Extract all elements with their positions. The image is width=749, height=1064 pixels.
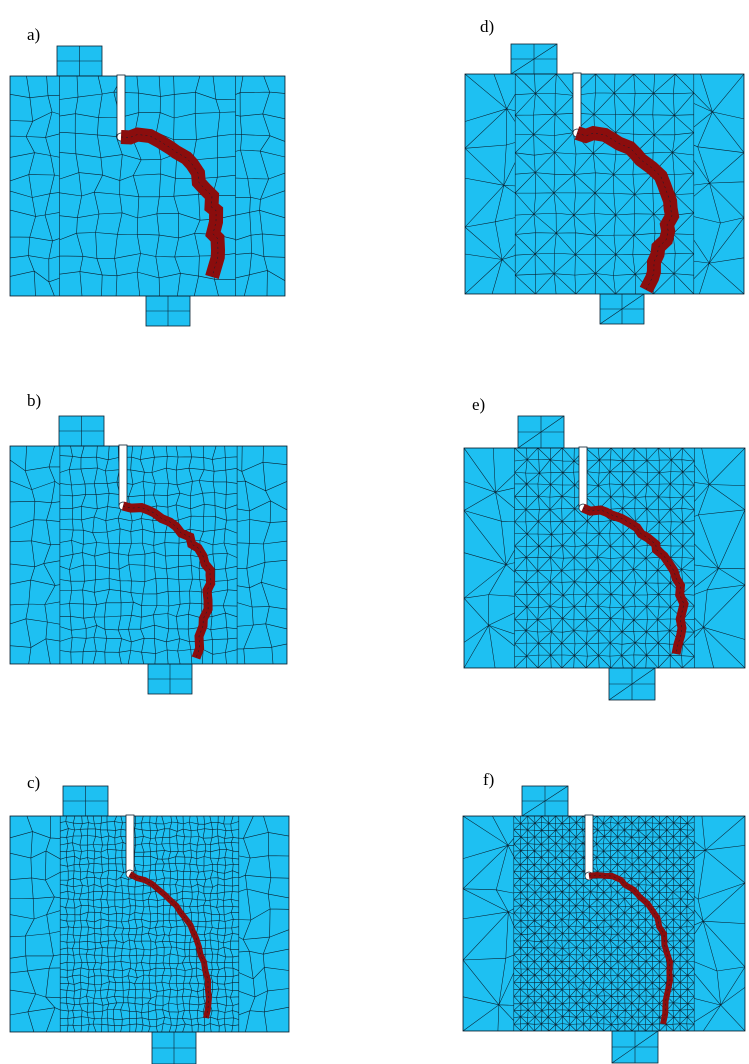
specimen-body xyxy=(9,75,286,297)
panel-b: b) xyxy=(9,391,288,695)
panel-label: d) xyxy=(480,17,494,36)
specimen-body xyxy=(462,815,746,1032)
mesh-lines xyxy=(513,816,695,1031)
specimen-body xyxy=(9,445,288,665)
panel-label: f) xyxy=(483,770,494,789)
bottom-support-block xyxy=(151,1031,197,1064)
bottom-support-block xyxy=(147,663,193,695)
notch xyxy=(578,446,588,508)
notch xyxy=(584,814,594,876)
specimen-body xyxy=(463,447,746,669)
bottom-support-block xyxy=(611,1030,659,1064)
panel-label: c) xyxy=(27,773,40,792)
panel-d: d) xyxy=(464,17,745,325)
top-load-block xyxy=(510,43,558,75)
notch xyxy=(118,444,128,506)
panel-f: f) xyxy=(462,770,746,1064)
bottom-support-block xyxy=(608,667,656,701)
panel-a: a) xyxy=(9,25,286,327)
specimen-body xyxy=(464,73,745,295)
crack-path xyxy=(574,125,680,294)
bottom-support-block xyxy=(145,295,191,327)
finite-element-mesh xyxy=(10,446,287,664)
crack-path xyxy=(128,871,212,1019)
panel-e: e) xyxy=(463,395,746,701)
top-load-block xyxy=(517,415,565,449)
notch xyxy=(116,74,126,137)
specimen-body xyxy=(9,815,290,1033)
notch xyxy=(572,72,582,133)
mesh-lines xyxy=(514,74,695,294)
panel-label: e) xyxy=(472,395,485,414)
mesh-lines xyxy=(59,816,240,1032)
panel-label: b) xyxy=(27,391,41,410)
panel-c: c) xyxy=(9,773,290,1064)
notch xyxy=(125,814,135,874)
top-load-block xyxy=(62,785,109,817)
panel-label: a) xyxy=(27,25,40,44)
top-load-block xyxy=(56,45,103,77)
top-load-block xyxy=(58,415,105,447)
top-load-block xyxy=(521,785,569,817)
bottom-support-block xyxy=(599,293,645,325)
